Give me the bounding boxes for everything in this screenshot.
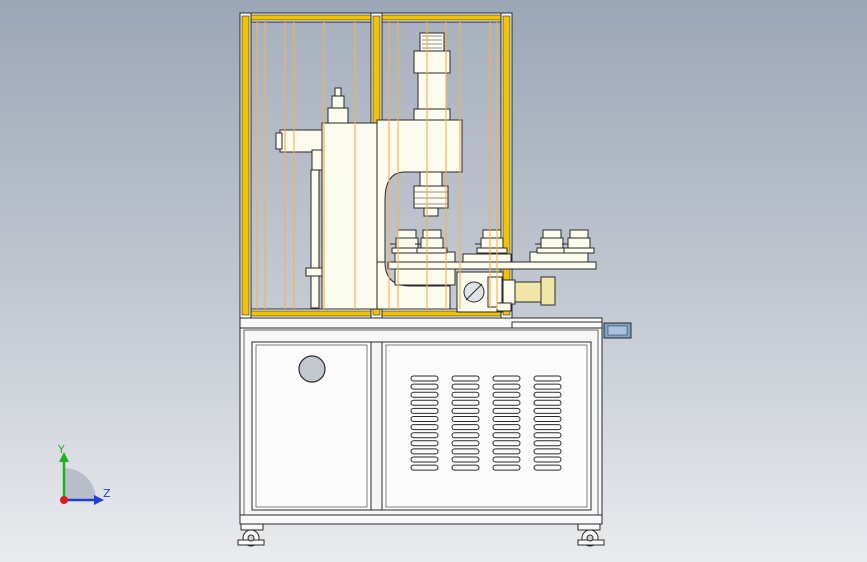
vent-slot: [492, 464, 521, 471]
vent-slot: [533, 399, 562, 406]
vent-slot: [451, 456, 480, 463]
caster-wheel-left: [237, 523, 265, 547]
drive-motor: [456, 271, 556, 313]
vent-slot: [533, 464, 562, 471]
control-box[interactable]: [603, 322, 632, 339]
vent-slot: [410, 399, 439, 406]
axis-triad: Y Z: [57, 443, 111, 505]
x-axis-dot: [60, 496, 68, 504]
vent-slot: [451, 432, 480, 439]
vent-slot: [410, 448, 439, 455]
vent-slot: [410, 375, 439, 382]
vent-slot: [492, 424, 521, 431]
vent-slot: [492, 383, 521, 390]
y-arrowhead-icon: [59, 452, 69, 462]
vent-slot: [492, 448, 521, 455]
z-axis-label: Z: [103, 487, 111, 500]
vent-slot: [533, 448, 562, 455]
y-axis-label: Y: [57, 443, 65, 456]
vent-slot: [492, 407, 521, 414]
vent-slot: [451, 399, 480, 406]
fixture-clamp: [535, 229, 568, 254]
vent-slot: [451, 440, 480, 447]
rotary-table: [387, 251, 597, 286]
vent-slot: [492, 440, 521, 447]
vent-slot: [410, 424, 439, 431]
vent-slot: [451, 448, 480, 455]
clamp-cap: [422, 229, 442, 239]
vent-slot: [410, 432, 439, 439]
ventilation-grille: [410, 375, 562, 471]
vent-slot: [410, 440, 439, 447]
vent-slot: [533, 375, 562, 382]
vent-slot: [533, 440, 562, 447]
vent-slot: [410, 407, 439, 414]
vent-slot: [451, 375, 480, 382]
vent-slot: [492, 399, 521, 406]
clamp-cap: [482, 229, 502, 239]
vent-slot: [451, 383, 480, 390]
vent-slot: [410, 456, 439, 463]
clamp-body: [480, 237, 504, 249]
clamp-base: [563, 247, 595, 254]
vent-slot: [410, 464, 439, 471]
clamp-cap: [397, 229, 417, 239]
round-knob-icon[interactable]: [298, 355, 326, 383]
vent-slot: [492, 375, 521, 382]
vent-slot: [492, 456, 521, 463]
vent-slot: [410, 416, 439, 422]
vent-slot: [533, 424, 562, 431]
vent-slot: [492, 416, 521, 422]
vent-slot: [451, 424, 480, 431]
fixture-clamp: [475, 229, 508, 254]
workpiece-fixtures: [390, 229, 595, 254]
vent-slot: [533, 456, 562, 463]
vent-slot: [451, 464, 480, 471]
vent-slot: [492, 432, 521, 439]
guard-rods: [256, 22, 498, 309]
vent-slot: [451, 391, 480, 398]
caster-wheel-right: [577, 523, 605, 547]
vent-slot: [533, 416, 562, 422]
clamp-body: [567, 237, 591, 249]
vent-slot: [533, 432, 562, 439]
clamp-body: [420, 237, 444, 249]
clamp-base: [476, 247, 508, 254]
fixture-clamp: [415, 229, 448, 254]
z-arrowhead-icon: [94, 495, 104, 505]
press-column: [275, 32, 463, 310]
clamp-body: [395, 237, 419, 249]
vent-slot: [492, 391, 521, 398]
vent-slot: [410, 391, 439, 398]
fixture-clamp: [562, 229, 595, 254]
clamp-base: [416, 247, 448, 254]
clamp-body: [540, 237, 564, 249]
vent-slot: [533, 391, 562, 398]
vent-slot: [533, 407, 562, 414]
clamp-base: [536, 247, 568, 254]
vent-slot: [451, 416, 480, 422]
vent-slot: [533, 383, 562, 390]
vent-slot: [410, 383, 439, 390]
clamp-cap: [569, 229, 589, 239]
vent-slot: [451, 407, 480, 414]
clamp-cap: [542, 229, 562, 239]
